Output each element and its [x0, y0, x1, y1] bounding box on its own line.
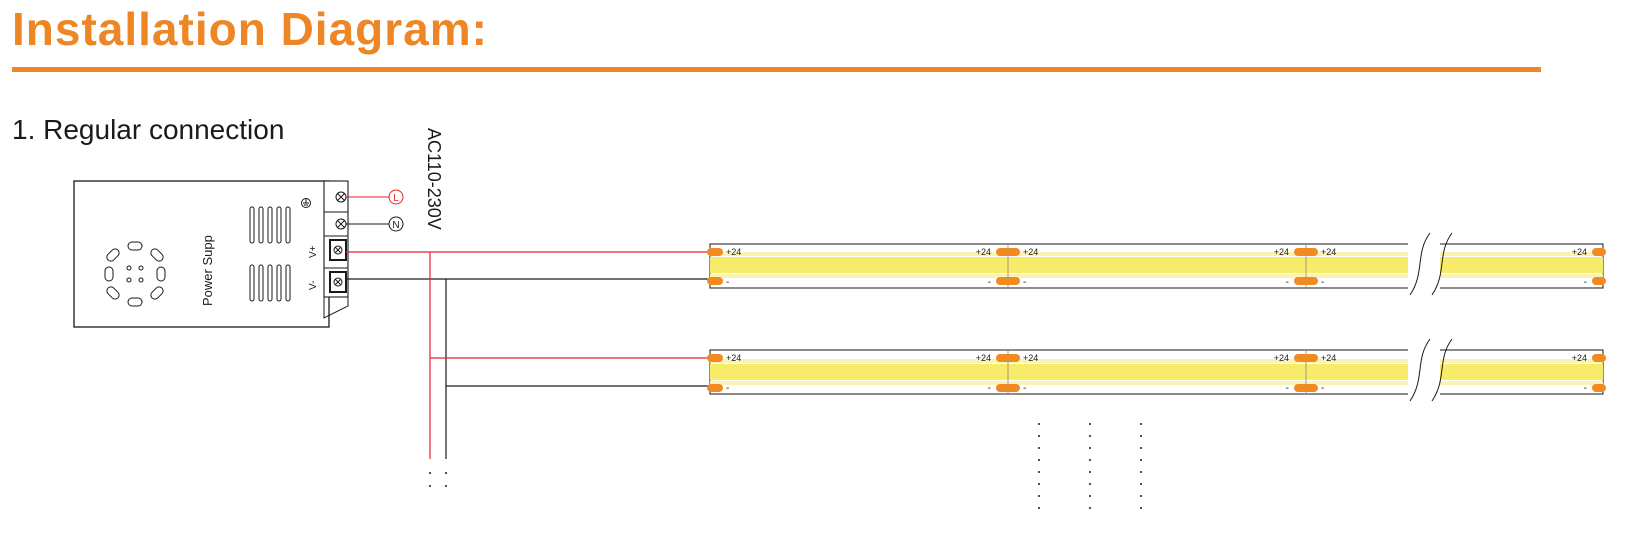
strip-1-pos-label: +24 — [1321, 247, 1336, 257]
continuation-dot — [1140, 471, 1142, 473]
continuation-dot — [1140, 483, 1142, 485]
solder-pad — [1592, 277, 1606, 285]
screw-n-terminal — [335, 218, 347, 230]
strip-1-pos-label: +24 — [1572, 247, 1587, 257]
solder-pad — [996, 354, 1020, 362]
continuation-dot — [1140, 423, 1142, 425]
power-supply-body — [73, 180, 330, 328]
strip-1-pos-label: +24 — [1274, 247, 1289, 257]
continuation-dot — [1140, 507, 1142, 509]
strip-1-pos-label: +24 — [726, 247, 741, 257]
strip-2-pos-label: +24 — [1023, 353, 1038, 363]
v-plus-connector — [329, 239, 347, 261]
strip-1-neg-label: - — [988, 277, 991, 288]
continuation-dot — [1140, 495, 1142, 497]
led-strip-1: +24 +24 +24 +24 +24 +24 - - - - - - — [707, 232, 1606, 296]
terminal-label-negative: V- — [308, 281, 319, 290]
neutral-label: N — [392, 220, 399, 231]
solder-pad — [1592, 248, 1606, 256]
strip-2-pos-label: +24 — [1274, 353, 1289, 363]
solder-pad — [1592, 354, 1606, 362]
strip-2-neg-label: - — [1286, 383, 1289, 394]
strip-1-pos-label: +24 — [1023, 247, 1038, 257]
continuation-dot — [1038, 507, 1040, 509]
continuation-dot — [1038, 495, 1040, 497]
continuation-dot — [1089, 471, 1091, 473]
solder-pad — [996, 277, 1020, 285]
strip-1-neg-label: - — [1286, 277, 1289, 288]
strip-1-pos-label: +24 — [976, 247, 991, 257]
strip-2-neg-label: - — [988, 383, 991, 394]
strip-1-neg-label: - — [1321, 277, 1324, 288]
solder-pad — [1294, 248, 1318, 256]
power-supply: V+ V- Power Supp — [73, 180, 349, 328]
line-terminal-icon — [388, 189, 404, 205]
break-marks-icon — [1408, 338, 1453, 402]
strip-2-pos-label: +24 — [976, 353, 991, 363]
strip-1-neg-label: - — [726, 277, 729, 288]
solder-pad — [707, 354, 723, 362]
continuation-dot — [1089, 435, 1091, 437]
neutral-terminal-icon — [388, 216, 404, 232]
strip-1-neg-label: - — [1584, 277, 1587, 288]
ground-icon — [301, 198, 311, 208]
continuation-dot — [1140, 435, 1142, 437]
line-label: L — [393, 193, 399, 204]
screw-l-terminal — [335, 191, 347, 203]
solder-pad — [707, 248, 723, 256]
page-title: Installation Diagram: — [12, 3, 488, 55]
solder-pad — [1294, 354, 1318, 362]
strip-2-neg-label: - — [726, 383, 729, 394]
continuation-dot — [1038, 447, 1040, 449]
solder-pad — [707, 384, 723, 392]
continuation-dot — [1089, 483, 1091, 485]
input-voltage-label: AC110-230V — [424, 128, 444, 230]
continuation-dot — [1038, 483, 1040, 485]
solder-pad — [1294, 277, 1318, 285]
continuation-dots-icon — [1038, 423, 1142, 509]
continuation-dot — [1089, 423, 1091, 425]
vent-slots — [249, 206, 291, 302]
strip-1-glow — [710, 257, 1603, 273]
fan-grill-icon — [104, 241, 166, 307]
continuation-dot — [1140, 447, 1142, 449]
title-underline — [12, 67, 1541, 72]
continuation-dots-icon — [429, 472, 447, 487]
strip-2-pos-label: +24 — [1321, 353, 1336, 363]
continuation-dot — [1089, 507, 1091, 509]
continuation-dot — [1089, 495, 1091, 497]
terminal-label-positive: V+ — [308, 245, 319, 258]
strip-2-pos-label: +24 — [726, 353, 741, 363]
continuation-dot — [1038, 435, 1040, 437]
led-strip-2: +24 +24 +24 +24 +24 +24 - - - - - - — [707, 338, 1606, 402]
solder-pad — [1294, 384, 1318, 392]
solder-pad — [996, 248, 1020, 256]
output-wiring — [346, 251, 710, 459]
strip-2-neg-label: - — [1023, 383, 1026, 394]
strip-1-neg-label: - — [1023, 277, 1026, 288]
section-heading: 1. Regular connection — [12, 114, 285, 145]
continuation-dot — [1038, 471, 1040, 473]
solder-pad — [707, 277, 723, 285]
continuation-dot — [1140, 459, 1142, 461]
break-marks-icon — [1408, 232, 1453, 296]
solder-pad — [996, 384, 1020, 392]
strip-2-glow — [710, 364, 1603, 380]
ac-input: L N AC110-230V — [346, 128, 444, 232]
strip-2-neg-label: - — [1584, 383, 1587, 394]
continuation-dot — [1089, 447, 1091, 449]
solder-pad — [1592, 384, 1606, 392]
continuation-dot — [1038, 459, 1040, 461]
strip-2-pos-label: +24 — [1572, 353, 1587, 363]
continuation-dot — [1089, 459, 1091, 461]
strip-2-neg-label: - — [1321, 383, 1324, 394]
power-supply-label: Power Supp — [200, 235, 215, 306]
v-minus-connector — [329, 271, 347, 293]
continuation-dot — [1038, 423, 1040, 425]
